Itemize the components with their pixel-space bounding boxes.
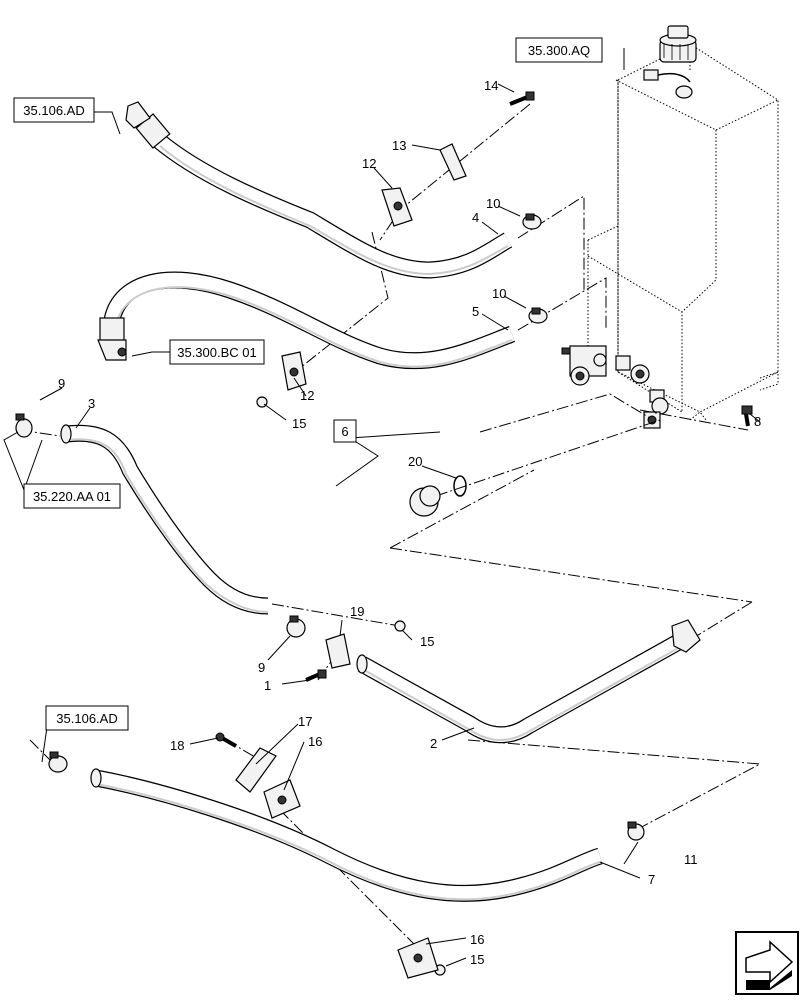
ref-label: 35.106.AD: [56, 711, 117, 726]
hose-3[interactable]: [60, 424, 269, 615]
clip-16-lower[interactable]: [397, 937, 439, 979]
ref-label: 35.220.AA 01: [33, 489, 111, 504]
bolt-14[interactable]: [509, 91, 535, 106]
callout-numbers: 14 13 12 10 4 10 5 12 15 9 3 20 8 19 15 …: [58, 78, 761, 967]
filler-cap: [659, 25, 697, 63]
nut-15-mid[interactable]: [394, 620, 406, 632]
callout-1: 1: [264, 678, 271, 693]
callout-20: 20: [408, 454, 422, 469]
clamp-9-top[interactable]: [15, 413, 33, 438]
ref-label: 35.300.BC 01: [177, 345, 257, 360]
bolt-1[interactable]: [305, 669, 327, 682]
callout-10: 10: [486, 196, 500, 211]
tube-2[interactable]: [356, 619, 701, 744]
callout-10: 10: [492, 286, 506, 301]
plate-17[interactable]: [235, 747, 277, 793]
hose-5[interactable]: [97, 271, 516, 370]
clip-16-upper[interactable]: [263, 779, 301, 819]
callout-8: 8: [754, 414, 761, 429]
callout-11: 11: [684, 852, 698, 867]
clamp-left-bottom[interactable]: [48, 751, 68, 773]
callout-18: 18: [170, 738, 184, 753]
callout-9: 9: [258, 660, 265, 675]
ref-box-6[interactable]: 6: [333, 419, 357, 443]
ref-box-35-106-ad-bottom[interactable]: 35.106.AD: [45, 705, 129, 731]
level-sensor: [643, 69, 693, 99]
callout-9: 9: [58, 376, 65, 391]
bolt-18[interactable]: [215, 732, 237, 748]
ref-box-35-106-ad-top[interactable]: 35.106.AD: [13, 97, 95, 123]
ref-box-35-300-aq[interactable]: 35.300.AQ: [515, 37, 603, 63]
callout-14: 14: [484, 78, 498, 93]
callout-7: 7: [648, 872, 655, 887]
callout-12: 12: [300, 388, 314, 403]
plate-13[interactable]: [439, 143, 467, 181]
callout-2: 2: [430, 736, 437, 751]
clamp-10-lower[interactable]: [528, 307, 548, 324]
clip-12-lower[interactable]: [281, 351, 307, 391]
hose-7[interactable]: [90, 768, 603, 902]
callout-19: 19: [350, 604, 364, 619]
ref-label: 6: [341, 424, 348, 439]
callout-16: 16: [470, 932, 484, 947]
clip-12-upper[interactable]: [381, 187, 413, 227]
clamp-11[interactable]: [627, 821, 645, 841]
callout-15: 15: [292, 416, 306, 431]
callout-15: 15: [420, 634, 434, 649]
hydraulic-tank: [561, 25, 779, 429]
callout-5: 5: [472, 304, 479, 319]
callout-4: 4: [472, 210, 479, 225]
clamp-10-upper[interactable]: [522, 213, 542, 230]
ref-box-35-220-aa01[interactable]: 35.220.AA 01: [23, 483, 121, 509]
callout-3: 3: [88, 396, 95, 411]
clip-19[interactable]: [325, 633, 351, 669]
plug-20[interactable]: [409, 475, 467, 517]
callout-13: 13: [392, 138, 406, 153]
valve-block: [561, 345, 669, 429]
callout-15: 15: [470, 952, 484, 967]
next-page-arrow-icon[interactable]: [735, 931, 799, 995]
clamp-9-mid[interactable]: [286, 615, 306, 638]
ref-label: 35.300.AQ: [528, 43, 590, 58]
ref-label: 35.106.AD: [23, 103, 84, 118]
bolt-8[interactable]: [741, 405, 753, 427]
callout-12: 12: [362, 156, 376, 171]
center-lines: [19, 103, 762, 971]
ref-box-35-300-bc01[interactable]: 35.300.BC 01: [169, 339, 265, 365]
callout-17: 17: [298, 714, 312, 729]
hose-4[interactable]: [125, 101, 513, 279]
callout-16: 16: [308, 734, 322, 749]
